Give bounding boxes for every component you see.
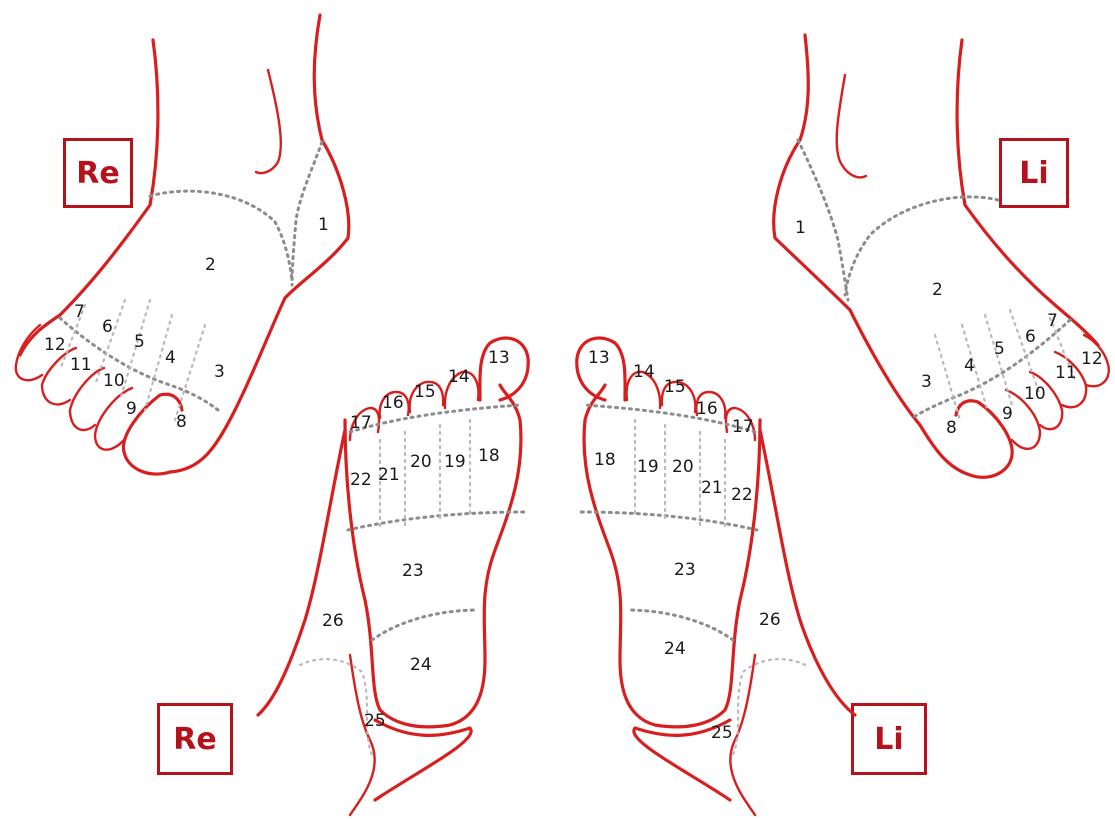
left-dorsal-zone-5: 5 — [994, 339, 1005, 359]
left-plantar-foot: 13 14 15 16 17 18 19 20 21 22 23 24 25 2… — [577, 338, 855, 815]
left-plantar-zone-17: 17 — [732, 417, 754, 437]
left-plantar-ankle-curve — [733, 659, 805, 755]
right-plantar-heel-bottom — [375, 720, 471, 800]
left-dorsal-ankle-divider — [845, 197, 998, 295]
right-plantar-foot: 13 14 15 16 17 18 19 20 21 22 23 24 25 2… — [258, 338, 528, 815]
left-plantar-leg-line-2 — [730, 655, 755, 815]
left-dorsal-zone-4: 4 — [964, 356, 975, 376]
right-dorsal-foot: 1 2 3 4 5 6 7 8 9 10 11 12 — [16, 15, 349, 474]
left-dorsal-zone-9: 9 — [1002, 404, 1013, 424]
left-plantar-zone-20: 20 — [672, 457, 694, 477]
right-plantar-zone-21: 21 — [378, 465, 400, 485]
left-plantar-heel-divider — [627, 610, 733, 640]
left-plantar-zone-14: 14 — [633, 362, 655, 382]
left-plantar-zone-26: 26 — [759, 610, 781, 630]
left-dorsal-zone-10: 10 — [1024, 384, 1046, 404]
right-dorsal-zone1-divider — [292, 142, 322, 285]
right-dorsal-ray-5 — [175, 325, 205, 420]
left-plantar-zone-24: 24 — [664, 639, 686, 659]
right-plantar-zone-26: 26 — [322, 611, 344, 631]
right-dorsal-zone-8: 8 — [176, 412, 187, 432]
left-plantar-zone-16: 16 — [696, 399, 718, 419]
left-plantar-zone-23: 23 — [674, 560, 696, 580]
left-plantar-leg-outline — [760, 430, 855, 715]
left-dorsal-zone-8: 8 — [946, 418, 957, 438]
right-plantar-heel-divider — [372, 610, 478, 640]
left-plantar-zone-21: 21 — [701, 478, 723, 498]
right-plantar-leg-line-2 — [350, 655, 375, 815]
left-dorsal-zone-3: 3 — [921, 372, 932, 392]
right-plantar-zone-23: 23 — [402, 561, 424, 581]
left-plantar-zone-22: 22 — [731, 485, 753, 505]
right-dorsal-zone-11: 11 — [70, 355, 92, 375]
left-plantar-zone-13: 13 — [588, 348, 610, 368]
right-plantar-zone-13: 13 — [488, 348, 510, 368]
right-plantar-zone-19: 19 — [444, 452, 466, 472]
left-dorsal-zone-11: 11 — [1055, 363, 1077, 383]
right-dorsal-ankle-divider — [150, 191, 292, 280]
right-plantar-zone-15: 15 — [414, 382, 436, 402]
left-dorsal-zone-12: 12 — [1081, 349, 1103, 369]
left-dorsal-top-outline — [965, 205, 1098, 345]
right-plantar-leg-outline — [258, 430, 345, 715]
left-plantar-zone-15: 15 — [664, 377, 686, 397]
left-dorsal-sole-outline — [850, 310, 970, 475]
right-plantar-zone-14: 14 — [448, 367, 470, 387]
right-dorsal-zone-4: 4 — [165, 348, 176, 368]
right-plantar-zone-22: 22 — [350, 470, 372, 490]
left-dorsal-leg-line-front — [957, 40, 965, 205]
right-plantar-ankle-curve — [300, 659, 372, 755]
right-plantar-zone-17: 17 — [350, 413, 372, 433]
left-plantar-zone-19: 19 — [637, 457, 659, 477]
right-dorsal-zone-9: 9 — [126, 399, 137, 419]
left-dorsal-ray-3 — [985, 315, 1012, 405]
left-dorsal-zone-2: 2 — [932, 280, 943, 300]
left-dorsal-zone-7: 7 — [1047, 311, 1058, 331]
left-dorsal-foot: 1 2 3 4 5 6 7 8 9 10 11 12 — [774, 35, 1109, 477]
left-dorsal-ray-2 — [1010, 310, 1040, 395]
left-plantar-metatarsal-divider — [580, 512, 757, 530]
right-dorsal-sole-outline — [170, 298, 285, 472]
right-plantar-zone-20: 20 — [410, 452, 432, 472]
right-dorsal-zone-5: 5 — [134, 332, 145, 352]
left-dorsal-ray-5 — [935, 335, 960, 420]
right-dorsal-zone-6: 6 — [102, 317, 113, 337]
right-plantar-sole-outline — [345, 385, 521, 727]
left-dorsal-zone-6: 6 — [1025, 327, 1036, 347]
right-dorsal-zone-2: 2 — [205, 255, 216, 275]
right-dorsal-zone-3: 3 — [214, 362, 225, 382]
right-plantar-zone-16: 16 — [382, 393, 404, 413]
left-plantar-zone-25: 25 — [711, 723, 733, 743]
right-plantar-zone-18: 18 — [478, 446, 500, 466]
right-dorsal-zone-10: 10 — [103, 371, 125, 391]
right-plantar-zone-24: 24 — [410, 655, 432, 675]
right-dorsal-heel-line — [256, 70, 281, 173]
left-dorsal-zone-1: 1 — [795, 218, 806, 238]
right-dorsal-top-outline — [20, 205, 150, 355]
right-dorsal-zone-7: 7 — [74, 302, 85, 322]
right-dorsal-zone-12: 12 — [44, 335, 66, 355]
right-plantar-metatarsal-divider — [348, 512, 525, 530]
right-dorsal-leg-line-front — [150, 40, 158, 205]
right-dorsal-zone-1: 1 — [318, 215, 329, 235]
left-dorsal-heel-line — [837, 75, 866, 177]
right-plantar-zone-25: 25 — [364, 711, 386, 731]
left-plantar-zone-18: 18 — [594, 450, 616, 470]
